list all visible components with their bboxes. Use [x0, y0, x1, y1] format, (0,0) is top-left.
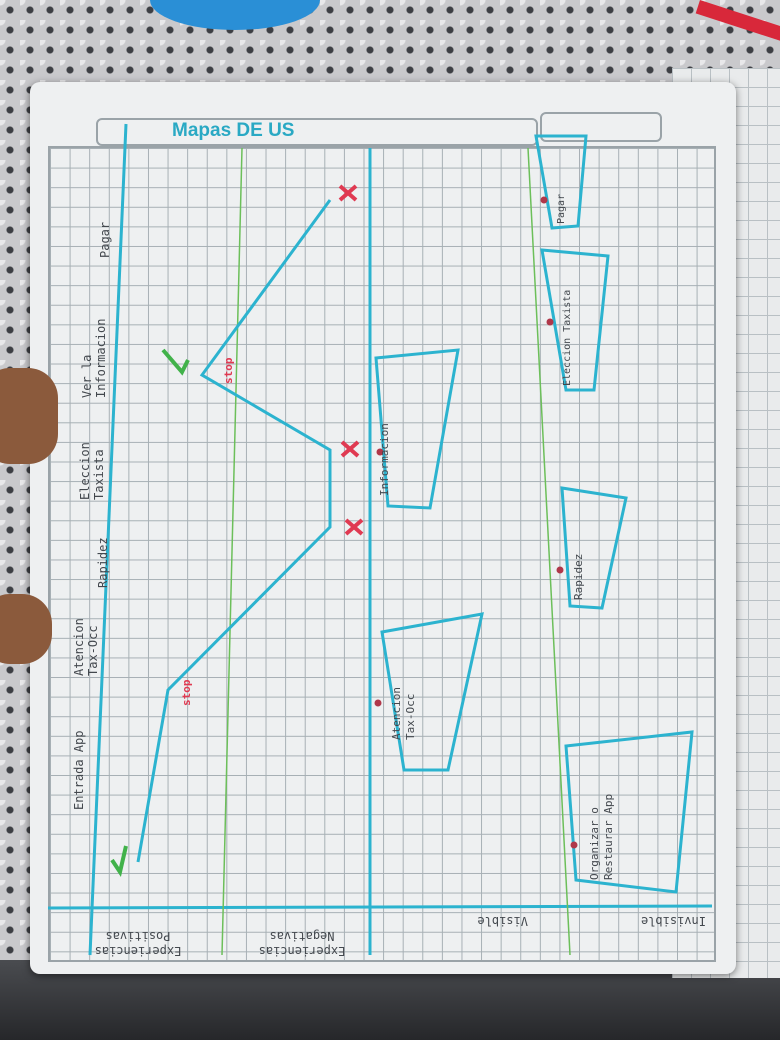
axis-label-visible: Visible: [477, 914, 528, 928]
stage-label: Eleccion Taxista: [78, 442, 106, 500]
touchpoint-box-rapidez: [560, 486, 628, 610]
stage-label: Atencion Tax-Occ: [72, 618, 100, 676]
axis-label-invisible: Invisible: [640, 914, 706, 928]
stage-label: Entrada App: [72, 730, 86, 810]
axis-label-negative: Experiencias Negativas: [258, 929, 346, 958]
stage-label: Rapidez: [96, 537, 110, 588]
axis-label-positive: Experiencias Positivas: [94, 929, 182, 958]
visibility-guide-line: [527, 147, 571, 956]
touchpoint-label: Organizar o Restaurar App: [588, 793, 615, 880]
touchpoint-label: Pagar: [556, 193, 567, 224]
finger: [0, 594, 52, 664]
check-mark-icon: [110, 845, 128, 877]
stop-mark: stop: [180, 679, 193, 707]
finger: [0, 368, 58, 464]
grid-paper: [48, 146, 716, 962]
x-mark-icon: [338, 184, 358, 202]
page-date-field: [540, 112, 662, 142]
left-axis-line: [88, 123, 128, 956]
page-header-field: [96, 118, 538, 146]
stage-label: Pagar: [98, 221, 112, 258]
emotion-curve: [136, 199, 332, 863]
stage-label: Ver la Informacion: [80, 318, 108, 398]
touchpoint-box-organizar: [564, 730, 694, 894]
page-title: Mapas DE US: [172, 120, 295, 141]
check-mark-icon: [161, 348, 190, 376]
touchpoint-box-atencion: [380, 612, 484, 772]
touchpoint-box-informacion: [374, 348, 460, 510]
touchpoint-box-eleccion: [540, 248, 610, 392]
touchpoint-label: Eleccion Taxista: [562, 289, 573, 386]
stop-mark: stop: [222, 357, 235, 385]
horizontal-axis-line: [47, 904, 713, 910]
touchpoint-label: Atencion Tax-Occ: [390, 687, 417, 740]
x-mark-icon: [340, 440, 360, 458]
x-mark-icon: [344, 518, 364, 536]
neutral-guide-line: [221, 147, 243, 956]
touchpoint-label: Rapidez: [572, 553, 585, 600]
touchpoint-box-pagar: [534, 134, 588, 230]
touchpoint-label: Informacion: [378, 423, 391, 496]
connector-dots: [374, 196, 578, 849]
